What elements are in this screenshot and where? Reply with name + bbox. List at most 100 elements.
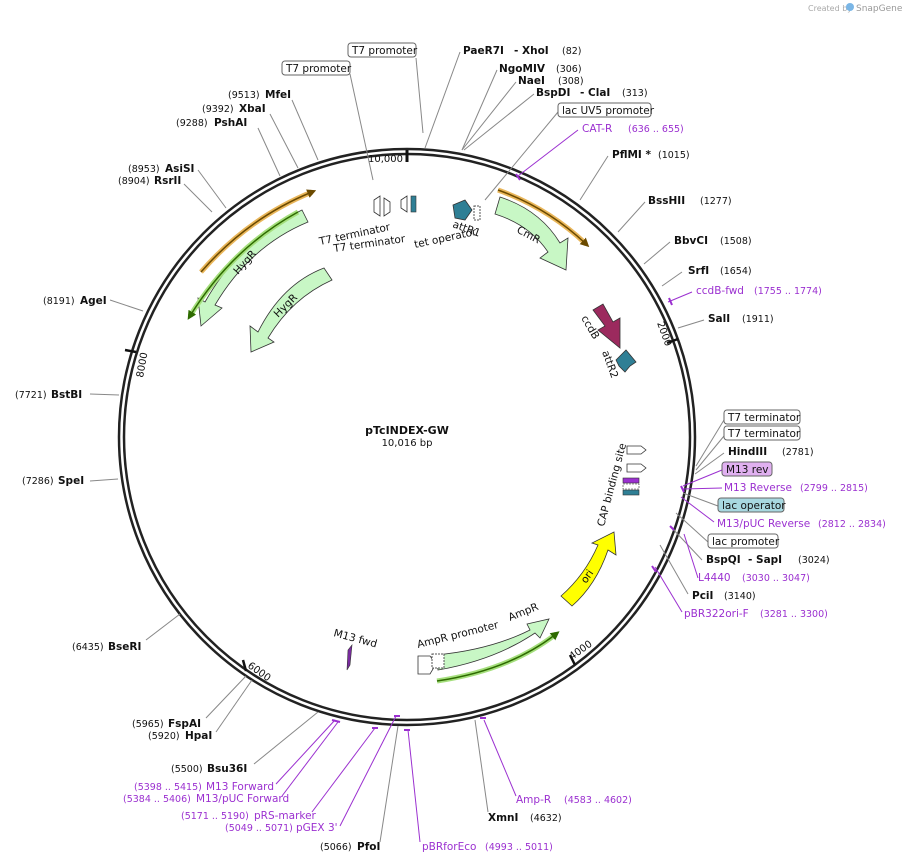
hygr-inner-feature-arrow	[249, 267, 333, 353]
enzyme-bspdi: BspDI	[536, 87, 570, 99]
leader-t7-promoter-1	[415, 57, 424, 134]
leader-rsrii	[183, 183, 213, 213]
leader-lac-promoter	[675, 512, 709, 543]
enzyme-pshai-position: (9288)	[176, 118, 208, 129]
lac-promoter-dashed-box	[622, 483, 640, 490]
t7-promoter-box-2-text: T7 promoter	[285, 63, 352, 75]
t7-promoter-box-1	[347, 42, 417, 58]
lac-operator-box	[622, 489, 640, 496]
plasmid-size: 10,016 bp	[382, 438, 433, 449]
primer-m13-puc-forward: M13/pUC Forward	[196, 793, 289, 805]
primer-pgex3: pGEX 3'	[296, 822, 338, 834]
m13-rev-box-text: M13 rev	[726, 464, 769, 476]
leader-pcii	[659, 544, 689, 595]
ori-feature-arrow	[560, 531, 617, 607]
tet-operator-box	[410, 195, 417, 213]
enzyme-xmni-position: (4632)	[530, 813, 562, 824]
tick-mark-4000	[568, 654, 577, 666]
leader-m13-reverse	[682, 487, 723, 490]
cmr-feature-arrow	[494, 196, 569, 271]
leader-agei	[109, 299, 144, 312]
primer-mark-m13-fwd	[331, 719, 341, 723]
leader-prs-marker	[311, 727, 376, 813]
leader-bsu36i	[253, 711, 319, 765]
enzyme-agei-position: (8191)	[43, 296, 75, 307]
t7-terminator-box-1-text: T7 terminator	[727, 412, 801, 424]
t7-terminator-right-shape	[626, 445, 647, 455]
backbone-outer-ring	[117, 147, 697, 727]
tick-label-8000: 8000	[135, 352, 150, 379]
enzyme-ngomiv: NgoMIV	[499, 63, 546, 75]
leader-srfi	[661, 271, 683, 287]
leader-hindiii	[694, 452, 725, 475]
leader-m13-puc-fwd	[281, 721, 339, 797]
enzyme-srfi: SrfI	[688, 265, 709, 277]
tet-operator-label: tet operator	[413, 226, 478, 251]
primer-prs-marker: pRS-marker	[254, 810, 317, 822]
enzyme-hindiii-position: (2781)	[782, 447, 814, 458]
leader-ngomiv	[461, 69, 498, 151]
enzyme-bseri: BseRI	[108, 641, 141, 653]
primer-l4440-position: (3030 .. 3047)	[742, 573, 810, 584]
primer-m13-forward-position: (5398 .. 5415)	[134, 782, 202, 793]
primer-mark-pbr322	[651, 565, 657, 573]
enzyme-hpai-position: (5920)	[148, 731, 180, 742]
enzyme-hpai: HpaI	[185, 730, 212, 742]
leader-sali	[677, 319, 705, 329]
enzyme-xhoi: - XhoI	[514, 45, 549, 57]
t7-terminator-box-2-text: T7 terminator	[727, 428, 801, 440]
primer-amp-r-position: (4583 .. 4602)	[564, 795, 632, 806]
enzyme-bbvci-position: (1508)	[720, 236, 752, 247]
leader-lac-uv5	[484, 111, 559, 201]
enzyme-rsrii-position: (8904)	[118, 176, 150, 187]
tick-mark-2000	[666, 337, 679, 345]
leader-hpai	[215, 679, 253, 733]
enzyme-pshai: PshAI	[214, 117, 247, 129]
leader-mfei	[291, 99, 319, 161]
attr1-dashed-block	[473, 205, 481, 221]
hygr-orf-highlight-top	[199, 189, 313, 274]
enzyme-mfei-position: (9513)	[228, 90, 260, 101]
leader-lac-operator	[682, 492, 719, 507]
enzyme-besshii-position: (1277)	[700, 196, 732, 207]
backbone-inner-ring	[122, 152, 692, 722]
tick-label-6000: 6000	[245, 660, 272, 684]
enzyme-agei: AgeI	[80, 295, 107, 307]
enzyme-bspqi: BspQI	[706, 554, 741, 566]
leader-pfoi	[379, 725, 399, 843]
hygr-orf-arrow-green	[187, 211, 299, 320]
enzyme-pfoi: PfoI	[357, 841, 380, 853]
enzyme-sali: SalI	[708, 313, 730, 325]
cmr-orf-arrow	[497, 189, 590, 248]
ampr-feature-label: AmpR	[507, 601, 541, 624]
primer-mark-cat-r	[515, 173, 521, 181]
enzyme-asisi-position: (8953)	[128, 164, 160, 175]
primer-ccdb-fwd: ccdB-fwd	[696, 285, 744, 297]
enzyme-besshii: BssHII	[648, 195, 685, 207]
primer-mark-m13-reverse	[680, 485, 685, 493]
lac-uv5-promoter-box	[557, 102, 652, 118]
enzyme-bspdi-position: (313)	[622, 88, 648, 99]
primer-m13-puc-forward-position: (5384 .. 5406)	[123, 794, 191, 805]
enzyme-fspai: FspAI	[168, 718, 201, 730]
ampr-promoter-dashed-block	[431, 653, 445, 669]
enzyme-hindiii: HindIII	[728, 446, 767, 458]
primer-m13-reverse: M13 Reverse	[724, 482, 792, 494]
attr2-feature-label: attR2	[599, 349, 620, 380]
enzyme-naei: NaeI	[518, 75, 545, 87]
enzyme-ngomiv-position: (306)	[556, 64, 582, 75]
enzyme-asisi: AsiSI	[165, 163, 194, 175]
enzyme-pflmi-position: (1015)	[658, 150, 690, 161]
lac-promoter-box-text: lac promoter	[712, 536, 780, 548]
snapgene-brand: SnapGene	[856, 4, 903, 14]
t7-promoter-box-1-text: T7 promoter	[351, 45, 418, 57]
primer-cat-r: CAT-R	[582, 123, 612, 135]
leader-ccdb-fwd	[667, 291, 693, 303]
m13-rev-box	[721, 461, 773, 477]
primer-m13-forward: M13 Forward	[206, 781, 274, 793]
t7-promoter-box-2	[281, 60, 351, 76]
primer-m13-reverse-position: (2799 .. 2815)	[800, 483, 868, 494]
leader-bstbi	[89, 393, 120, 396]
snapgene-logo-icon	[846, 3, 854, 11]
